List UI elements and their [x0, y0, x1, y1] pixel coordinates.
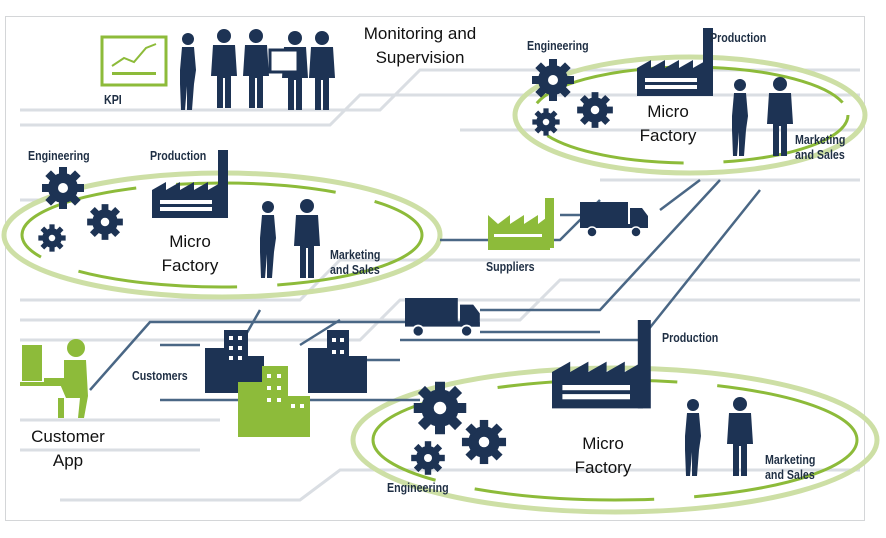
customer-app-line1: Customer — [31, 427, 105, 446]
production-label: Production — [662, 330, 719, 345]
suppliers-label: Suppliers — [486, 259, 535, 274]
marketing-sales-label: Marketing and Sales — [330, 247, 380, 277]
building-icon — [205, 330, 367, 437]
monitoring-title: Monitoring and Supervision — [350, 22, 490, 70]
computer-user-icon — [20, 339, 88, 418]
customer-app-line2: App — [52, 451, 84, 470]
marketing-sales-line2: and Sales — [330, 262, 380, 277]
marketing-sales-line2: and Sales — [795, 147, 845, 162]
micro-factory-label: Micro Factory — [150, 230, 230, 278]
monitoring-title-line2: Supervision — [375, 48, 465, 67]
kpi-chart-icon — [100, 35, 168, 87]
customer-app-label: Customer App — [18, 425, 118, 473]
micro-factory-label: Micro Factory — [558, 432, 648, 480]
micro-factory-line1: Micro — [169, 232, 211, 251]
marketing-sales-line1: Marketing — [795, 132, 846, 147]
engineering-label: Engineering — [28, 148, 90, 163]
micro-factory-line2: Factory — [161, 256, 219, 275]
people-icon — [180, 29, 335, 110]
customers-label: Customers — [132, 368, 188, 383]
marketing-sales-line1: Marketing — [765, 452, 816, 467]
production-label: Production — [710, 30, 767, 45]
micro-factory-line1: Micro — [647, 102, 689, 121]
micro-factory-line1: Micro — [582, 434, 624, 453]
engineering-label: Engineering — [387, 480, 449, 495]
diagram-frame — [5, 16, 865, 521]
monitoring-title-line1: Monitoring and — [363, 24, 477, 43]
suppliers-factory-icon — [488, 198, 554, 250]
marketing-sales-line2: and Sales — [765, 467, 815, 482]
kpi-label: KPI — [104, 92, 122, 107]
marketing-sales-label: Marketing and Sales — [765, 452, 815, 482]
micro-factory-line2: Factory — [574, 458, 632, 477]
production-label: Production — [150, 148, 207, 163]
marketing-sales-line1: Marketing — [330, 247, 381, 262]
marketing-sales-label: Marketing and Sales — [795, 132, 845, 162]
engineering-label: Engineering — [527, 38, 589, 53]
micro-factory-line2: Factory — [639, 126, 697, 145]
micro-factory-label: Micro Factory — [628, 100, 708, 148]
